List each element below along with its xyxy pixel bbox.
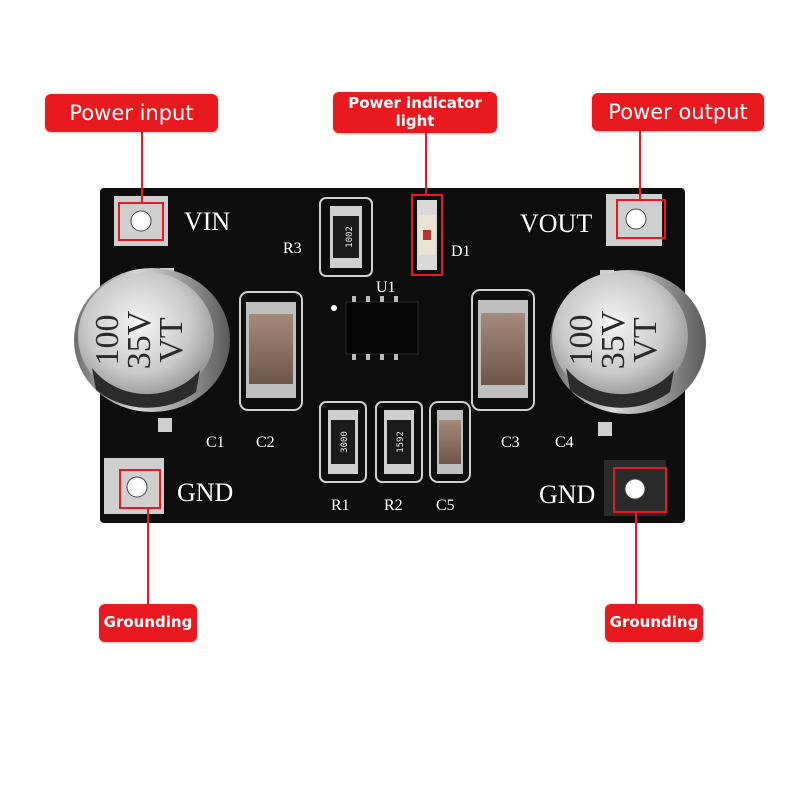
callout-grounding-right: Grounding — [605, 604, 703, 642]
callout-power-input: Power input — [45, 94, 218, 132]
callout-power-indicator-line2: light — [395, 111, 435, 130]
c1-voltage: 35V — [121, 310, 158, 369]
capacitor-c2 — [239, 291, 303, 411]
c4-value: 100 — [563, 315, 600, 366]
ic-u1 — [331, 296, 419, 360]
resistor-r3: 1002 — [319, 197, 373, 277]
callout-grounding-right-text: Grounding — [609, 613, 699, 632]
r1-code: 3000 — [340, 431, 350, 453]
capacitor-c3 — [471, 289, 535, 411]
resistor-r1: 3000 — [319, 401, 367, 483]
silk-gnd-left: GND — [177, 478, 233, 507]
c4-series: VT — [627, 317, 664, 363]
silk-r3: R3 — [283, 240, 302, 257]
silk-d1: D1 — [451, 243, 471, 260]
callout-power-indicator-line1: Power indicator — [348, 94, 482, 113]
silk-u1: U1 — [376, 279, 396, 296]
silk-vout: VOUT — [520, 209, 592, 238]
r3-code: 1002 — [345, 226, 355, 248]
capacitor-c4: 100 35V VT — [550, 270, 706, 436]
callout-power-output-text: Power output — [608, 99, 748, 124]
c1-value: 100 — [89, 315, 126, 366]
silk-r2: R2 — [384, 497, 403, 514]
r2-code: 1592 — [396, 431, 406, 453]
pad-vout — [606, 194, 666, 246]
callout-grounding-left-text: Grounding — [103, 613, 193, 632]
c1-series: VT — [153, 317, 190, 363]
callout-power-input-text: Power input — [69, 100, 194, 125]
callout-power-output: Power output — [592, 93, 764, 131]
pad-vin — [114, 196, 168, 246]
pad-gnd-right — [604, 460, 667, 516]
silk-c1: C1 — [206, 434, 225, 451]
silk-c3: C3 — [501, 434, 520, 451]
silk-r1: R1 — [331, 497, 350, 514]
silk-c2: C2 — [256, 434, 275, 451]
capacitor-c5 — [429, 401, 471, 483]
resistor-r2: 1592 — [375, 401, 423, 483]
silk-c4: C4 — [555, 434, 574, 451]
pcb-board — [100, 188, 685, 523]
silk-c5: C5 — [436, 497, 455, 514]
silk-gnd-right: GND — [539, 480, 595, 509]
c4-voltage: 35V — [595, 310, 632, 369]
silk-vin: VIN — [184, 207, 230, 236]
callout-power-indicator: Power indicator light — [333, 92, 497, 133]
capacitor-c1: 100 35V VT — [74, 268, 230, 432]
callout-grounding-left: Grounding — [99, 604, 197, 642]
pad-gnd-left — [104, 458, 164, 514]
